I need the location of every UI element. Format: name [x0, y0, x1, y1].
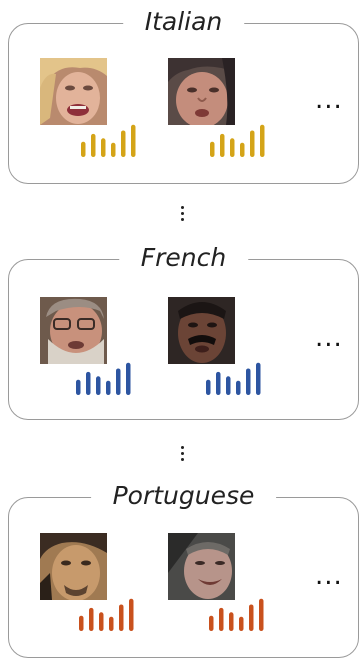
- audio-bar: [210, 141, 215, 157]
- speaker-face-6: [168, 533, 235, 600]
- audio-bar: [79, 615, 84, 631]
- more-indicator: ...: [315, 85, 343, 115]
- audio-bar: [250, 130, 255, 157]
- audio-bars-icon: [73, 360, 133, 396]
- audio-bar: [119, 604, 124, 631]
- group-title: French: [118, 241, 249, 275]
- audio-bar: [206, 379, 211, 395]
- vertical-ellipsis-icon: [176, 446, 188, 464]
- audio-bars-icon: [203, 360, 263, 396]
- audio-bar: [249, 604, 254, 631]
- audio-bar: [240, 142, 245, 157]
- language-group-french: French ...: [8, 241, 359, 420]
- language-group-italian: Italian ...: [8, 5, 359, 184]
- speaker-face-5: [40, 533, 107, 600]
- audio-bar: [219, 607, 224, 631]
- speaker-face-3: [40, 297, 107, 364]
- audio-bars-icon: [78, 122, 138, 158]
- audio-bar: [220, 133, 225, 157]
- audio-bar: [126, 362, 131, 395]
- audio-bar: [81, 141, 86, 157]
- audio-bar: [96, 376, 101, 395]
- audio-bar: [99, 612, 104, 631]
- speaker-face-1: [40, 58, 107, 125]
- more-indicator: ...: [315, 323, 343, 353]
- audio-bar: [229, 612, 234, 631]
- audio-bar: [131, 124, 136, 157]
- audio-bar: [89, 607, 94, 631]
- audio-bars-icon: [207, 122, 267, 158]
- audio-bar: [101, 138, 106, 157]
- audio-bar: [256, 362, 261, 395]
- group-title: Italian: [122, 5, 245, 39]
- speaker-face-4: [168, 297, 235, 364]
- audio-bar: [236, 380, 241, 395]
- audio-bar: [76, 379, 81, 395]
- audio-bar: [216, 371, 221, 395]
- group-title: Portuguese: [90, 479, 277, 513]
- audio-bar: [226, 376, 231, 395]
- audio-bar: [109, 616, 114, 631]
- vertical-ellipsis-icon: [176, 206, 188, 224]
- language-group-portuguese: Portuguese ...: [8, 479, 359, 658]
- audio-bar: [260, 124, 265, 157]
- audio-bar: [209, 615, 214, 631]
- more-indicator: ...: [315, 561, 343, 591]
- audio-bar: [246, 368, 251, 395]
- audio-bar: [86, 371, 91, 395]
- audio-bar: [111, 142, 116, 157]
- audio-bar: [230, 138, 235, 157]
- audio-bar: [106, 380, 111, 395]
- audio-bars-icon: [76, 596, 136, 632]
- audio-bar: [239, 616, 244, 631]
- audio-bar: [91, 133, 96, 157]
- audio-bars-icon: [206, 596, 266, 632]
- audio-bar: [116, 368, 121, 395]
- audio-bar: [129, 598, 134, 631]
- audio-bar: [259, 598, 264, 631]
- audio-bar: [121, 130, 126, 157]
- speaker-face-2: [168, 58, 235, 125]
